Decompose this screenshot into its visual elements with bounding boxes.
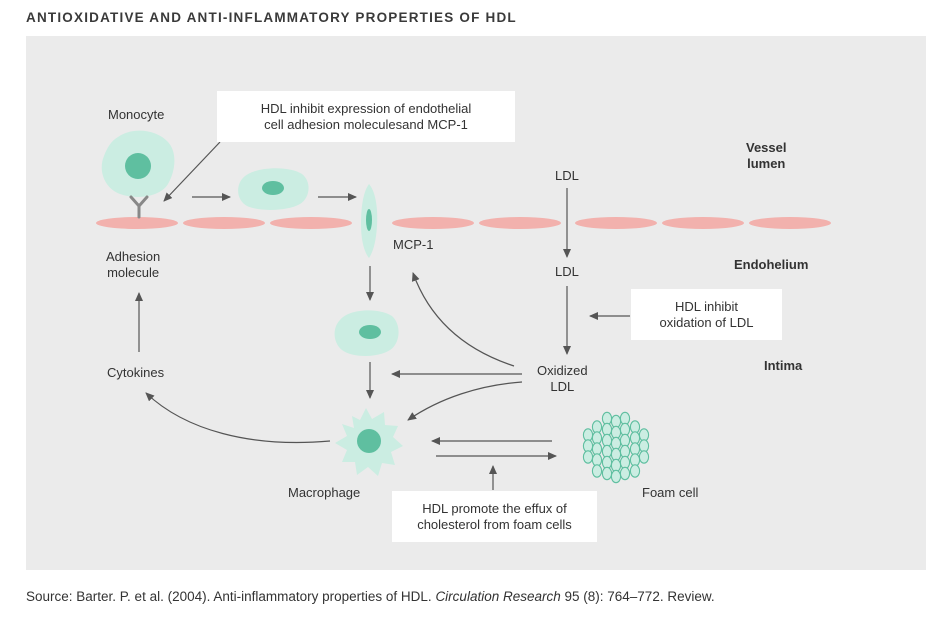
adhesion-molecule-icon (129, 195, 149, 219)
source-prefix: Source: Barter. P. et al. (2004). Anti-i… (26, 589, 436, 604)
intima-monocyte-cell (334, 310, 399, 356)
source-suffix: 95 (8): 764–772. Review. (560, 589, 715, 604)
callout-line: oxidation of LDL (659, 315, 754, 330)
callout-line: HDL inhibit expression of endothelial (260, 101, 472, 116)
label-cytokines: Cytokines (107, 365, 165, 380)
endothelial-cell (392, 217, 474, 229)
label-adhesion-molecule: Adhesion molecule (106, 249, 160, 281)
callout-hdl-promote-efflux: HDL promote the effux of cholesterol fro… (392, 491, 597, 542)
label-line: Adhesion (106, 249, 161, 264)
callout-line: HDL inhibit (674, 299, 739, 314)
lipid-droplet (638, 450, 650, 464)
endothelial-cell (575, 217, 657, 229)
label-intima: Intima (764, 358, 803, 373)
lipid-droplet (619, 466, 631, 481)
callout-hdl-inhibit-oxidation: HDL inhibit oxidation of LDL (631, 289, 782, 340)
label-ldl-top: LDL (555, 168, 579, 183)
label-oxidized-ldl: Oxidized LDL (537, 363, 588, 395)
endothelium-layer (96, 217, 831, 229)
endothelial-cell (183, 217, 265, 229)
callout-line: cholesterol from foam cells (417, 517, 572, 532)
callout-hdl-inhibit-adhesion: HDL inhibit expression of endothelial ce… (217, 91, 515, 142)
transmigrating-monocyte-cell (361, 184, 378, 258)
arrow-oxidized-to-mcp1 (411, 272, 515, 367)
arrow-oxidized-to-macrophage (407, 381, 523, 421)
lipid-droplet (629, 464, 641, 478)
label-endothelium: Endohelium (734, 257, 809, 272)
label-line: Vessel (746, 140, 787, 155)
foam-cell (582, 411, 650, 484)
arrows (135, 141, 630, 490)
label-ldl-mid: LDL (555, 264, 579, 279)
source-citation: Source: Barter. P. et al. (2004). Anti-i… (26, 589, 715, 604)
rolling-monocyte-cell (238, 168, 309, 210)
macrophage-cell (335, 408, 403, 476)
lipid-droplet (610, 469, 622, 484)
endothelial-cell (479, 217, 561, 229)
callout-line: cell adhesion moleculesand MCP-1 (264, 117, 468, 132)
figure-title: ANTIOXIDATIVE AND ANTI-INFLAMMATORY PROP… (26, 10, 517, 25)
endothelial-cell (270, 217, 352, 229)
lipid-droplet (591, 464, 603, 478)
endothelial-cell (749, 217, 831, 229)
label-monocyte: Monocyte (108, 107, 165, 122)
label-line: LDL (550, 379, 575, 394)
endothelial-cell (96, 217, 178, 229)
label-line: Oxidized (537, 363, 588, 378)
monocyte-cell (101, 130, 175, 197)
label-line: lumen (747, 156, 786, 171)
arrow-macrophage-to-cytokines (145, 392, 331, 444)
label-mcp1: MCP-1 (393, 237, 434, 252)
lipid-droplet (582, 450, 594, 464)
callout-line: HDL promote the effux of (422, 501, 567, 516)
lipid-droplet (601, 466, 613, 481)
label-line: molecule (107, 265, 160, 280)
source-journal: Circulation Research (435, 589, 561, 604)
label-macrophage: Macrophage (288, 485, 361, 500)
label-vessel-lumen: Vessel lumen (746, 140, 787, 172)
endothelial-cell (662, 217, 744, 229)
label-foam-cell: Foam cell (642, 485, 699, 500)
arrow-callout-to-adhesion (163, 141, 221, 202)
